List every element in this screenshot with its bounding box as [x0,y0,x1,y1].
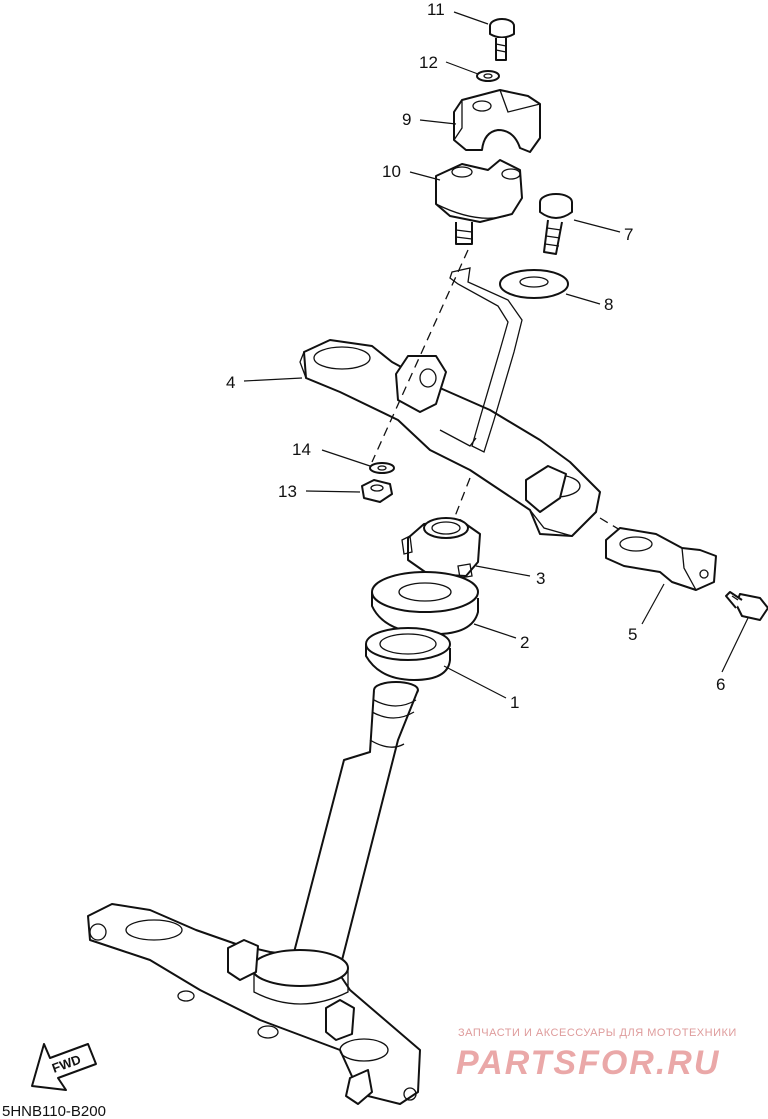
under-bracket [87,903,421,1105]
callout-12: 12 [419,53,438,72]
part-8-washer [499,269,569,299]
part-10-handlebar-holder-lower [435,159,523,245]
part-4-upper-bracket [299,339,601,537]
watermark: ЗАПЧАСТИ И АКСЕССУАРЫ ДЛЯ МОТОТЕХНИКИ PA… [456,1027,737,1082]
callout-14: 14 [292,440,311,459]
callout-5: 5 [628,625,637,644]
part-9-handlebar-holder-upper [453,89,541,153]
callout-1: 1 [510,693,519,712]
part-3-ring-nut [401,517,481,579]
wire-clip [449,267,523,453]
part-13-nut [361,479,393,503]
part-5-bracket [605,527,717,591]
fwd-arrow-icon: FWD [31,1043,97,1091]
steering-stem [291,681,419,969]
callout-3: 3 [536,569,545,588]
callout-4: 4 [226,373,235,392]
assembly-axis-3 [451,477,471,525]
callout-10: 10 [382,162,401,181]
part-14-washer [369,462,395,474]
callout-labels: 11 12 9 10 7 8 4 14 13 3 2 1 5 6 [226,0,725,712]
callout-9: 9 [402,110,411,129]
callout-2: 2 [520,633,529,652]
callout-8: 8 [604,295,613,314]
callout-6: 6 [716,675,725,694]
diagram-code: 5HNB110-B200 [2,1103,106,1119]
part-11-bolt [489,18,515,61]
leader-lines [243,11,749,699]
part-2-cover [371,571,479,636]
callout-11: 11 [427,0,445,19]
part-1-bearing [365,627,451,681]
assembly-axis-10 [371,249,469,463]
watermark-tagline: ЗАПЧАСТИ И АКСЕССУАРЫ ДЛЯ МОТОТЕХНИКИ [458,1027,737,1039]
part-7-bolt [539,193,573,255]
watermark-brand: PARTSFOR.RU [456,1044,720,1082]
part-12-washer [476,70,500,82]
callout-13: 13 [278,482,297,501]
callout-7: 7 [624,225,633,244]
part-6-bolt [725,591,768,621]
